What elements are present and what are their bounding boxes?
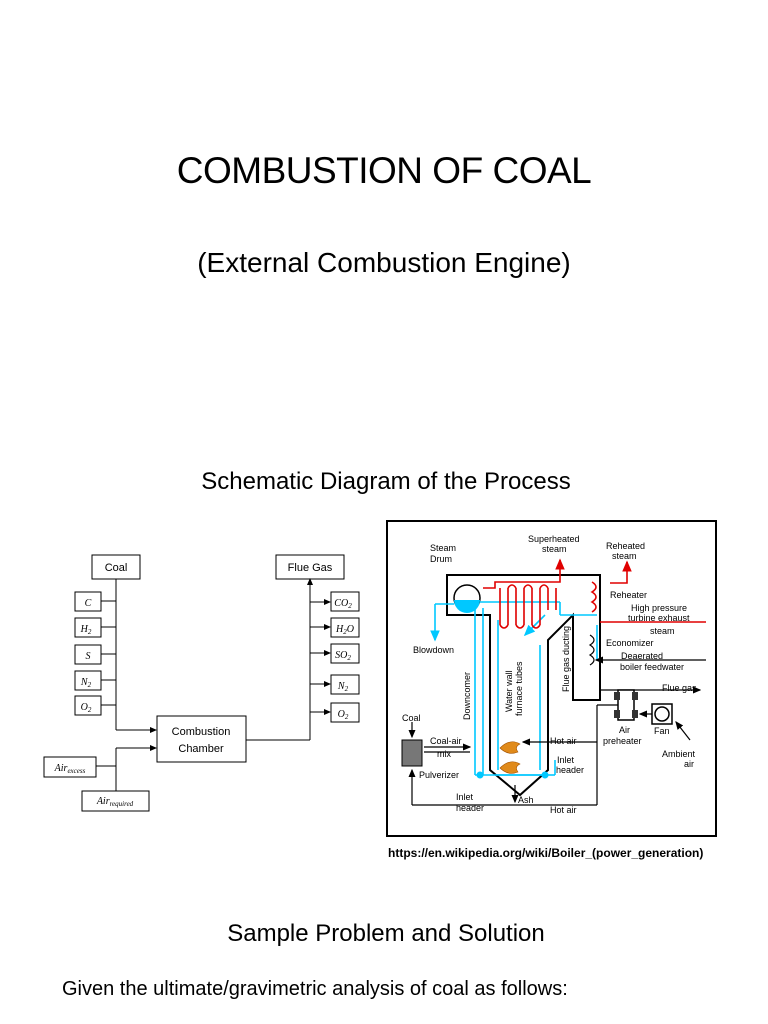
svg-text:preheater: preheater [603, 736, 642, 746]
coal-box: Coal [91, 554, 141, 580]
svg-text:Economizer: Economizer [606, 638, 654, 648]
svg-text:H2: H2 [80, 624, 92, 636]
svg-text:steam: steam [612, 551, 637, 561]
svg-text:Inlet: Inlet [557, 755, 575, 765]
input-n2-box: N2 [74, 670, 102, 691]
input-o2-box: O2 [74, 695, 102, 716]
svg-text:CO2: CO2 [334, 598, 352, 610]
steam-drum [453, 584, 481, 613]
output-n2-box: N2 [330, 674, 360, 695]
svg-text:H2O: H2O [335, 624, 354, 636]
svg-text:Ash: Ash [518, 795, 534, 805]
svg-text:air: air [684, 759, 694, 769]
economizer-coil [588, 634, 706, 694]
svg-text:Coal-air: Coal-air [430, 736, 462, 746]
output-o2-box: O2 [330, 702, 360, 723]
svg-text:Steam: Steam [430, 543, 456, 553]
input-n2-label: N [80, 677, 89, 688]
svg-text:boiler feedwater: boiler feedwater [620, 662, 684, 672]
svg-text:header: header [556, 765, 584, 775]
air-excess-box: Airexcess [43, 756, 97, 778]
air-lines [408, 704, 691, 806]
right-inlet-node [541, 771, 549, 779]
input-o2-label: O [81, 702, 88, 713]
steam-lines [483, 558, 706, 629]
svg-text:Flue gas: Flue gas [662, 683, 697, 693]
svg-text:header: header [456, 803, 484, 813]
input-c-box: C [74, 591, 102, 612]
body-text: Given the ultimate/gravimetric analysis … [62, 978, 568, 1000]
coal-box-label: Coal [105, 562, 128, 574]
svg-text:Reheater: Reheater [610, 590, 647, 600]
svg-text:Combustion: Combustion [172, 726, 231, 738]
svg-text:N2: N2 [337, 681, 349, 693]
input-c-label: C [85, 598, 92, 609]
svg-text:Downcomer: Downcomer [462, 672, 472, 720]
svg-text:Airrequired: Airrequired [96, 796, 134, 808]
air-required-box: Airrequired [81, 790, 150, 812]
flue-gas-box: Flue Gas [275, 554, 345, 580]
svg-text:Blowdown: Blowdown [413, 645, 454, 655]
svg-text:SO2: SO2 [335, 650, 351, 662]
pulverizer [401, 739, 423, 767]
schematic-heading: Schematic Diagram of the Process [201, 468, 571, 495]
svg-text:Deaerated: Deaerated [621, 651, 663, 661]
svg-text:O2: O2 [338, 709, 349, 721]
svg-text:mix: mix [437, 749, 451, 759]
svg-text:Hot air: Hot air [550, 736, 577, 746]
svg-text:turbine exhaust: turbine exhaust [628, 613, 690, 623]
svg-text:C: C [85, 598, 92, 609]
svg-text:Airexcess: Airexcess [54, 763, 86, 775]
svg-text:High pressure: High pressure [631, 603, 687, 613]
svg-text:Drum: Drum [430, 554, 452, 564]
svg-text:O2: O2 [81, 702, 92, 714]
input-h2-box: H2 [74, 617, 102, 638]
slide-subtitle: (External Combustion Engine) [197, 247, 571, 278]
svg-text:Air: Air [619, 725, 630, 735]
water-lines [430, 601, 598, 776]
svg-text:S: S [86, 651, 91, 662]
input-h2-label: H [80, 624, 89, 635]
svg-text:Inlet: Inlet [456, 792, 474, 802]
svg-text:steam: steam [542, 544, 567, 554]
svg-text:Reheated: Reheated [606, 541, 645, 551]
output-connectors [246, 578, 331, 741]
slide-title: COMBUSTION OF COAL [176, 150, 592, 191]
input-s-label: S [86, 651, 91, 662]
input-s-box: S [74, 644, 102, 665]
svg-text:Superheated: Superheated [528, 534, 580, 544]
combustion-block-diagram: Coal Flue Gas C H2 S N2 O2 [43, 554, 360, 812]
flue-gas-box-label: Flue Gas [288, 562, 333, 574]
svg-text:Coal: Coal [402, 713, 421, 723]
svg-text:steam: steam [650, 626, 675, 636]
sample-heading: Sample Problem and Solution [227, 920, 545, 947]
boiler-diagram: Steam Drum Superheated steam Reheated st… [386, 520, 717, 837]
svg-text:Pulverizer: Pulverizer [419, 770, 459, 780]
combustion-chamber-box: Combustion Chamber [156, 715, 247, 763]
input-connectors [96, 579, 157, 791]
svg-text:Fan: Fan [654, 726, 670, 736]
boiler-frame [386, 520, 717, 837]
svg-text:Water wall: Water wall [504, 670, 514, 712]
fan-icon [651, 703, 673, 725]
output-h2o-box: H2O [330, 617, 360, 638]
svg-text:Ambient: Ambient [662, 749, 696, 759]
svg-text:Chamber: Chamber [178, 743, 224, 755]
source-link[interactable]: https://en.wikipedia.org/wiki/Boiler_(po… [388, 846, 704, 860]
left-inlet-node [476, 771, 484, 779]
svg-text:Hot air: Hot air [550, 805, 577, 815]
output-so2-box: SO2 [330, 643, 360, 664]
svg-text:furnace tubes: furnace tubes [514, 661, 524, 716]
output-co2-box: CO2 [330, 591, 360, 612]
burner-flames [499, 741, 521, 774]
svg-text:N2: N2 [80, 677, 92, 689]
svg-text:Flue gas ducting: Flue gas ducting [561, 626, 571, 692]
